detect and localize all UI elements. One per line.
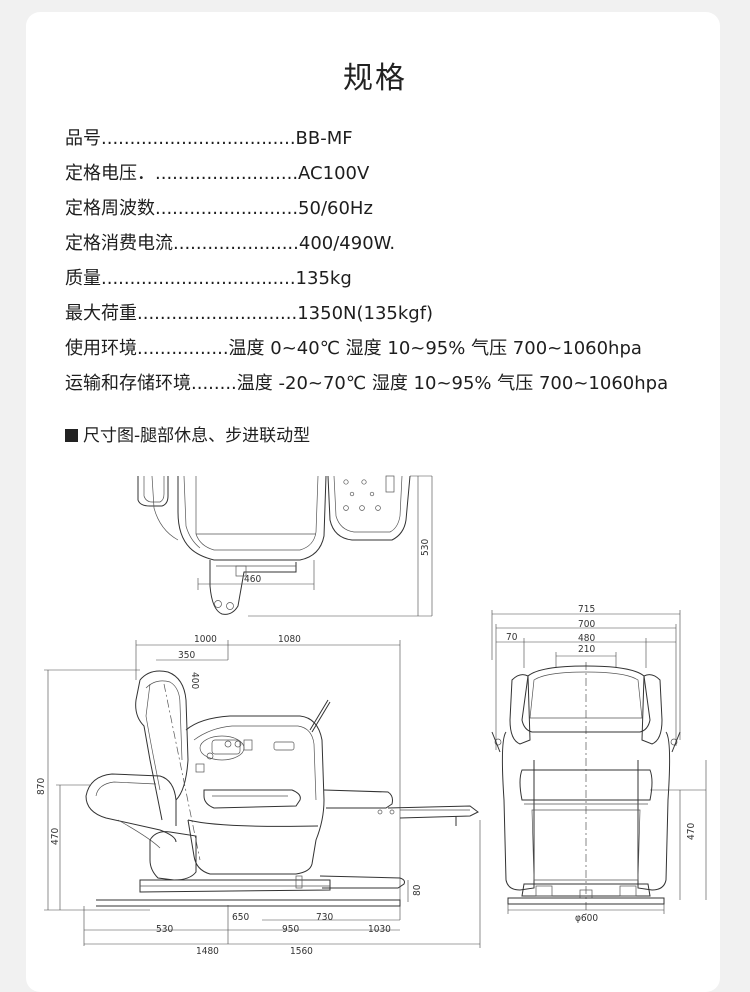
section-heading: 尺寸图-腿部休息、步进联动型	[65, 421, 310, 446]
spec-value: BB-MF	[295, 128, 353, 149]
dim-label: 715	[578, 604, 595, 615]
dim-label: 870	[36, 778, 47, 795]
dim-label: 700	[578, 619, 595, 630]
dim-label: 460	[244, 574, 261, 585]
dim-label: 530	[420, 539, 431, 556]
dim-label: 1000	[194, 634, 217, 645]
spec-label: 最大荷重............................	[65, 303, 298, 324]
dim-label: 480	[578, 633, 595, 644]
dim-label: 400	[189, 672, 200, 689]
dim-label: 70	[506, 632, 518, 643]
top-view: 460 530	[137, 475, 433, 617]
spec-row-model: 品号..................................BB-M…	[65, 124, 353, 150]
content-card	[26, 12, 720, 992]
spec-value: AC100V	[298, 163, 370, 184]
spec-row-operating-env: 使用环境................温度 0~40℃ 湿度 10~95% 气…	[65, 334, 642, 360]
spec-value: 温度 0~40℃ 湿度 10~95% 气压 700~1060hpa	[228, 338, 642, 359]
dim-label: 950	[282, 924, 299, 935]
spec-row-mass: 质量..................................135k…	[65, 264, 352, 290]
dim-label: 1080	[278, 634, 301, 645]
dim-label: 1030	[368, 924, 391, 935]
dim-label: 210	[578, 644, 595, 655]
spec-label: 质量..................................	[65, 268, 296, 289]
spec-row-max-load: 最大荷重............................1350N(13…	[65, 299, 433, 325]
dim-label: 470	[50, 828, 61, 845]
front-view: 715 700 70 480 210	[491, 604, 707, 924]
dim-label: 530	[156, 924, 173, 935]
dim-label: 1560	[290, 946, 313, 957]
dim-label: 80	[412, 884, 423, 896]
spec-row-frequency: 定格周波数.........................50/60Hz	[65, 194, 373, 220]
dimension-drawing: 460 530 1000 1080 350 400 870 470	[36, 475, 707, 957]
spec-label: 使用环境................	[65, 338, 229, 359]
dim-label: 1480	[196, 946, 219, 957]
section-heading-text: 尺寸图-腿部休息、步进联动型	[83, 426, 311, 446]
spec-value: 400/490W.	[298, 233, 396, 254]
spec-value: 1350N(135kgf)	[297, 303, 434, 324]
spec-label: 品号..................................	[65, 128, 296, 149]
spec-value: 温度 -20~70℃ 湿度 10~95% 气压 700~1060hpa	[236, 373, 669, 394]
dim-label: φ600	[575, 913, 598, 924]
spec-label: 运输和存储环境........	[65, 373, 237, 394]
spec-label: 定格周波数.........................	[65, 198, 299, 219]
spec-label: 定格电压．.........................	[65, 163, 299, 184]
spec-value: 50/60Hz	[298, 198, 373, 219]
square-bullet-icon	[65, 429, 78, 442]
spec-row-storage-env: 运输和存储环境........温度 -20~70℃ 湿度 10~95% 气压 7…	[65, 369, 668, 395]
spec-value: 135kg	[295, 268, 352, 289]
spec-row-voltage: 定格电压．.........................AC100V	[65, 159, 369, 185]
dim-label: 650	[232, 912, 249, 923]
dim-label: 350	[178, 650, 195, 661]
spec-row-power: 定格消费电流......................400/490W.	[65, 229, 395, 255]
dim-label: 470	[686, 823, 697, 840]
spec-label: 定格消费电流......................	[65, 233, 299, 254]
dim-label: 730	[316, 912, 333, 923]
page-title: 规格	[343, 61, 407, 96]
side-view: 1000 1080 350 400 870 470	[36, 634, 481, 957]
